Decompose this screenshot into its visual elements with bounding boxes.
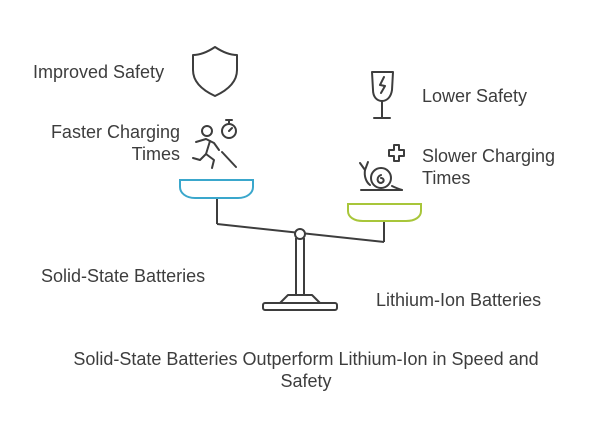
broken-glass-icon	[371, 71, 394, 119]
right-pan	[347, 203, 422, 222]
scale-base-top	[279, 294, 321, 304]
runner-stopwatch-icon	[192, 119, 237, 169]
label-improved-safety: Improved Safety	[33, 62, 165, 82]
scale-base	[262, 302, 338, 311]
shield-icon	[192, 46, 238, 97]
snail-medical-icon	[359, 144, 405, 191]
label-solid-state: Solid-State Batteries	[41, 266, 206, 286]
label-lower-safety: Lower Safety	[422, 86, 528, 106]
label-slower-charging: Slower Charging Times	[422, 146, 556, 188]
label-faster-charging: Faster Charging Times	[50, 122, 180, 164]
scale-pivot	[294, 228, 306, 240]
label-lithium-ion: Lithium-Ion Batteries	[376, 290, 542, 310]
diagram-caption: Solid-State Batteries Outperform Lithium…	[73, 349, 539, 391]
left-pan	[179, 179, 254, 199]
